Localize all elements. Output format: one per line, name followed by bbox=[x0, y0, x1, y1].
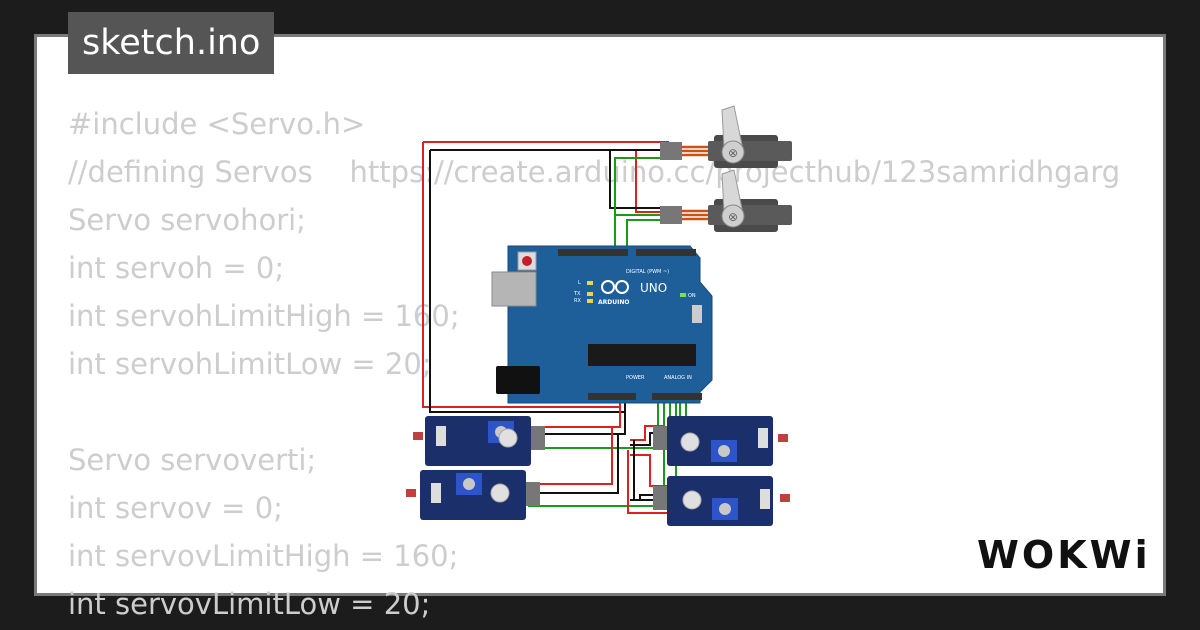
digital-header-left bbox=[558, 249, 628, 256]
power-header bbox=[588, 393, 636, 400]
board-model: UNO bbox=[640, 281, 667, 295]
file-tab[interactable]: sketch.ino bbox=[68, 12, 275, 74]
ldr-icon bbox=[780, 494, 790, 502]
rx-led-label: RX bbox=[574, 298, 581, 304]
servo-cable bbox=[682, 209, 712, 221]
atmega-chip bbox=[588, 344, 696, 366]
wokwi-logo-text: WOKWi bbox=[977, 533, 1151, 577]
power-header-label: POWER bbox=[626, 375, 645, 381]
servo-mount bbox=[708, 205, 792, 225]
code-line: Servo servoverti; bbox=[68, 443, 317, 477]
icsp-header bbox=[692, 305, 702, 323]
svg-text:⊗: ⊗ bbox=[728, 146, 738, 160]
analog-header bbox=[652, 393, 702, 400]
on-led-label: ON bbox=[688, 293, 696, 299]
code-line: int servovLimitHigh = 160; bbox=[68, 539, 459, 573]
ldr-sensor-bottom-left[interactable] bbox=[406, 470, 540, 520]
servo-mount bbox=[708, 141, 792, 161]
ldr-icon bbox=[406, 489, 416, 497]
code-line: #include <Servo.h> bbox=[68, 107, 366, 141]
wokwi-logo: WOKWi bbox=[977, 533, 1151, 577]
l-led-label: L bbox=[578, 280, 581, 286]
ldr-sensor-top-right[interactable] bbox=[653, 416, 788, 466]
code-line: int servohLimitHigh = 160; bbox=[68, 299, 460, 333]
analog-header-label: ANALOG IN bbox=[664, 375, 692, 381]
tx-led-label: TX bbox=[573, 291, 581, 297]
svg-text:⊗: ⊗ bbox=[728, 210, 738, 224]
power-jack bbox=[496, 366, 540, 394]
code-line: int servov = 0; bbox=[68, 491, 283, 525]
servo-connector bbox=[660, 142, 682, 160]
arduino-logo-icon bbox=[601, 280, 615, 294]
servo-connector bbox=[660, 206, 682, 224]
servo-cable bbox=[682, 145, 712, 157]
ldr-icon bbox=[413, 432, 423, 440]
servo-vertical[interactable]: ⊗ bbox=[660, 169, 792, 232]
ldr-sensor-bottom-right[interactable] bbox=[653, 476, 790, 526]
code-line: Servo servohori; bbox=[68, 203, 306, 237]
code-line: int servoh = 0; bbox=[68, 251, 285, 285]
board-brand: ARDUINO bbox=[598, 299, 629, 306]
digital-header-right bbox=[636, 249, 696, 256]
digital-header-label: DIGITAL (PWM ~) bbox=[626, 269, 669, 275]
servo-shaft bbox=[721, 140, 745, 164]
servo-shaft bbox=[721, 204, 745, 228]
code-line: int servovLimitLow = 20; bbox=[68, 587, 431, 621]
ldr-sensor-top-left[interactable] bbox=[413, 416, 545, 466]
servo-horizontal[interactable]: ⊗ bbox=[660, 105, 792, 168]
arduino-uno-board[interactable]: UNO ARDUINO DIGITAL (PWM ~) POWER ANALOG… bbox=[491, 245, 713, 404]
usb-port bbox=[491, 271, 537, 307]
ldr-icon bbox=[778, 434, 788, 442]
